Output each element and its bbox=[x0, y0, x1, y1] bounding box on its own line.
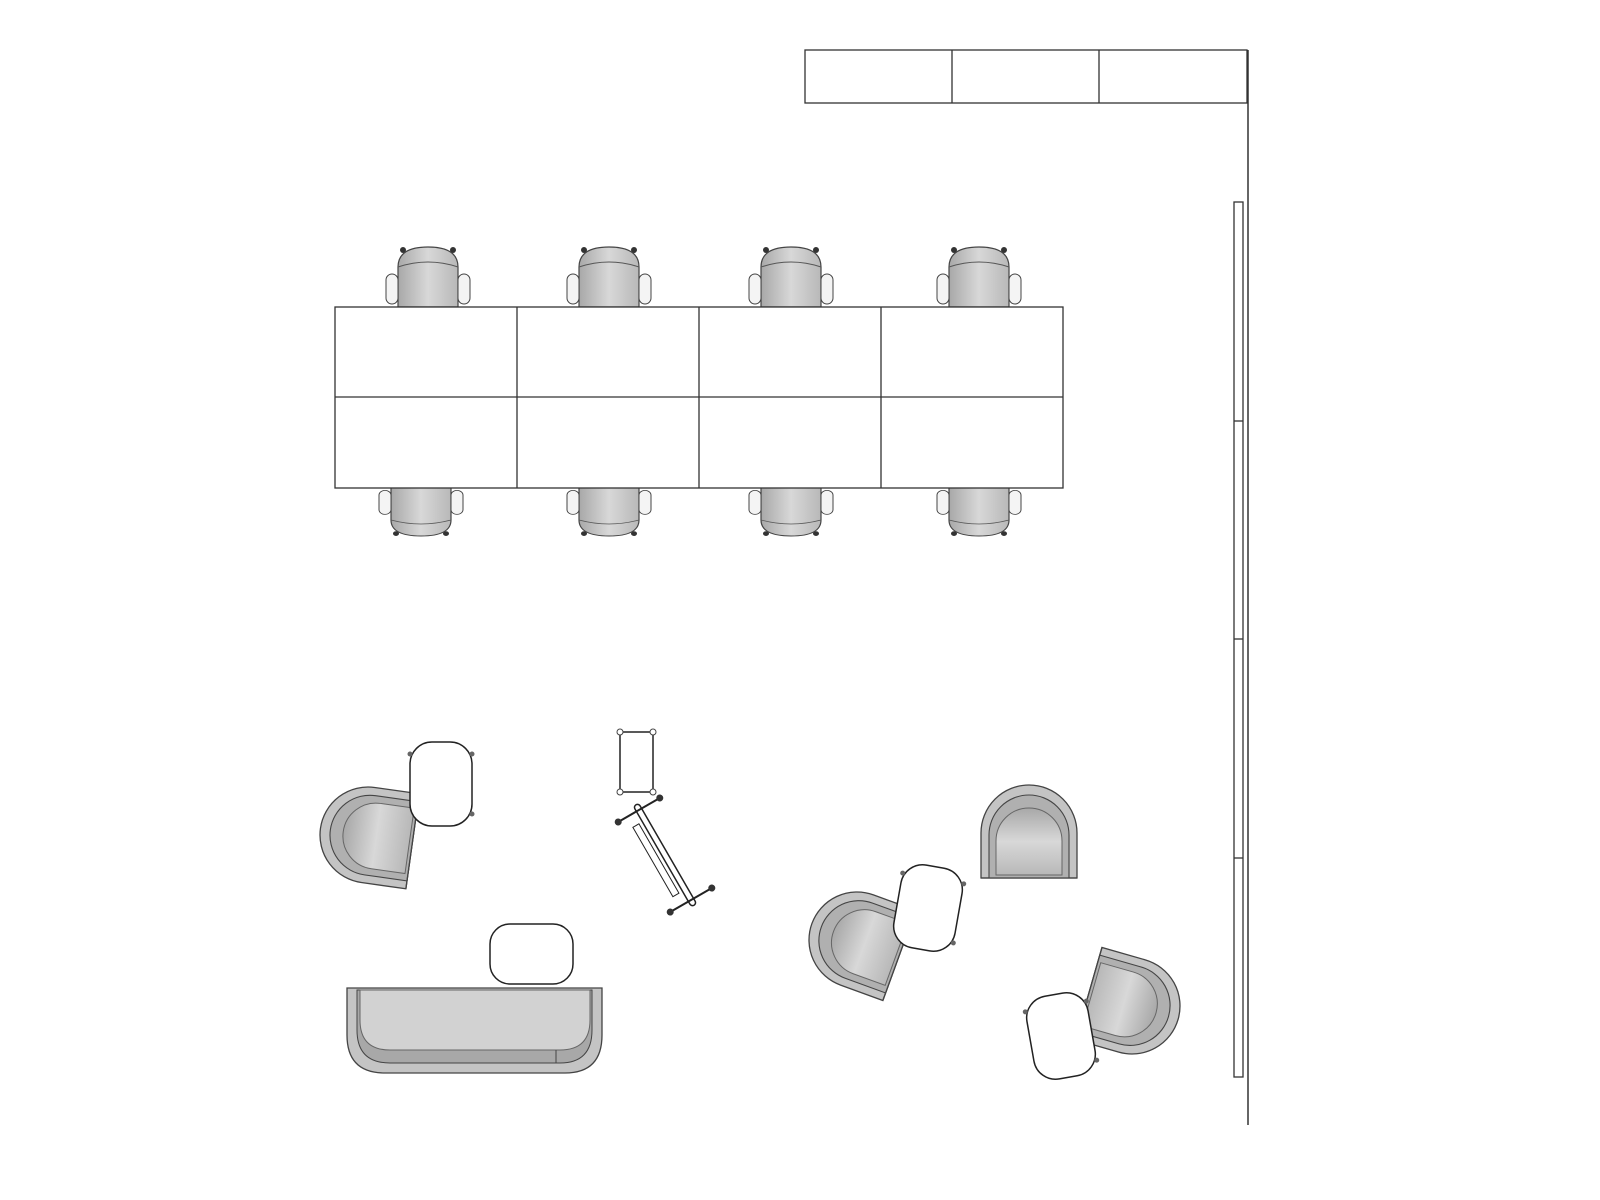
task-chair bbox=[378, 487, 464, 537]
wall-shelving bbox=[804, 49, 1248, 104]
task-chair bbox=[566, 246, 652, 308]
conference-table bbox=[334, 306, 1064, 489]
lounge-chair bbox=[980, 784, 1078, 879]
coat-rack bbox=[614, 794, 716, 916]
task-chair bbox=[748, 487, 834, 537]
wall-panels bbox=[1233, 201, 1244, 1078]
cart bbox=[616, 728, 657, 796]
sofa bbox=[346, 987, 603, 1074]
task-chair bbox=[936, 487, 1022, 537]
side-table bbox=[886, 860, 970, 956]
side-table bbox=[489, 923, 574, 985]
task-chair bbox=[385, 246, 471, 308]
task-chair bbox=[748, 246, 834, 308]
side-table bbox=[406, 741, 476, 827]
task-chair bbox=[566, 487, 652, 537]
task-chair bbox=[936, 246, 1022, 308]
lounge-chair bbox=[313, 780, 420, 890]
